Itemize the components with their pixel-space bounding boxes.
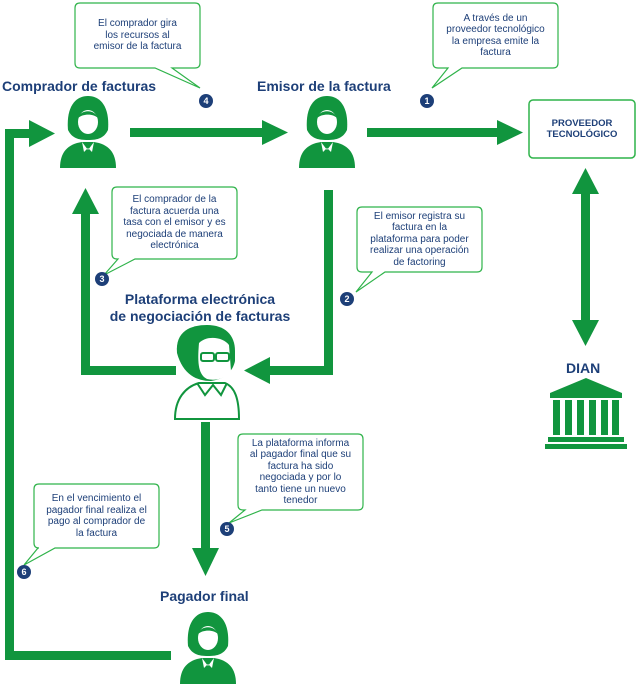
text-line: El comprador de la	[132, 194, 217, 206]
arrow-head	[192, 548, 219, 576]
buyer-woman-icon	[60, 96, 116, 168]
arrow-head	[29, 120, 55, 147]
provider-box	[528, 99, 636, 159]
text-line: tanto tiene un nuevo	[255, 483, 346, 495]
text-line: pagador final realiza el	[46, 504, 147, 516]
arrow-payer-to-buyer-top	[5, 129, 29, 138]
step-1-badge: 1	[420, 94, 434, 108]
arrow-issuer-to-platform-h	[270, 366, 333, 375]
text-line: pago al comprador de	[47, 516, 146, 527]
platform-title-line1: Plataforma electrónica	[124, 291, 276, 307]
arrow-platform-to-payer	[201, 422, 210, 548]
arrow-head	[72, 188, 99, 214]
text-line: la factura	[75, 527, 118, 539]
text-line: tasa con el emisor y es	[123, 217, 226, 229]
text-line: negociada y por lo	[259, 472, 342, 483]
arrow-payer-to-buyer-left	[5, 129, 14, 660]
arrow-head	[572, 320, 599, 346]
text-line: El comprador gira	[98, 18, 177, 30]
text-line: al pagador final que su	[249, 449, 352, 460]
bubble-step-3-shape	[103, 186, 238, 276]
arrow-provider-dian	[581, 192, 590, 322]
bubble-step-1-text: A través de un proveedor tecnológico la …	[435, 5, 556, 66]
buyer-title: Comprador de facturas	[2, 78, 157, 94]
arrow-buyer-to-issuer	[130, 128, 262, 137]
step-4-badge: 4	[199, 94, 213, 108]
dian-title: DIAN	[566, 360, 601, 376]
arrow-head	[262, 120, 288, 145]
issuer-title: Emisor de la factura	[257, 78, 391, 94]
text-line: factura ha sido	[267, 460, 334, 472]
bubble-step-1-shape	[431, 2, 559, 89]
bubble-step-2-shape	[355, 206, 483, 293]
text-line: factura acuerda una	[130, 205, 219, 217]
text-line: plataforma para poder	[370, 233, 469, 245]
bubble-step-5-text: La plataforma informa al pagador final q…	[240, 436, 361, 508]
provider-label-line1: PROVEEDOR	[551, 118, 613, 129]
text-line: tenedor	[283, 495, 318, 506]
arrow-head	[572, 168, 599, 194]
arrow-head	[244, 357, 270, 384]
text-line: El emisor registra su	[373, 210, 466, 222]
text-line: proveedor tecnológico	[446, 24, 545, 35]
arrow-platform-to-buyer-h	[81, 366, 176, 375]
platform-title-line2: de negociación de facturas	[109, 308, 291, 324]
text-line: La plataforma informa	[251, 437, 350, 449]
text-line: emisor de la factura	[93, 41, 182, 53]
arrow-issuer-to-platform	[324, 190, 333, 375]
bubble-step-4-shape	[74, 2, 201, 89]
issuer-woman-icon	[299, 96, 355, 168]
text-line: realizar una operación	[370, 245, 469, 257]
payer-title: Pagador final	[160, 588, 249, 604]
payer-woman-icon	[180, 612, 236, 684]
step-5-badge: 5	[220, 522, 234, 536]
bubble-step-2-text: El emisor registra su factura en la plat…	[359, 209, 480, 270]
step-3-badge: 3	[95, 272, 109, 286]
provider-label: PROVEEDOR TECNOLÓGICO	[529, 100, 635, 158]
bubble-step-6-shape	[23, 483, 160, 566]
platform-title: Plataforma electrónica de negociación de…	[95, 291, 305, 325]
provider-label-line2: TECNOLÓGICO	[546, 129, 618, 140]
arrow-issuer-to-provider	[367, 128, 497, 137]
bubble-step-5-shape	[228, 433, 364, 524]
text-line: negociada de manera	[126, 228, 223, 240]
text-line: A través de un	[463, 12, 528, 24]
arrow-head	[497, 120, 523, 145]
arrow-payer-to-buyer-bottom	[5, 651, 171, 660]
text-line: factura en la	[391, 222, 448, 234]
bubble-step-6-text: En el vencimiento el pagador final reali…	[36, 486, 157, 546]
bubble-step-3-text: El comprador de la factura acuerda una t…	[114, 189, 235, 257]
bubble-step-4-text: El comprador gira los recursos al emisor…	[77, 5, 198, 66]
text-line: factura	[480, 47, 511, 58]
text-line: En el vencimiento el	[51, 493, 142, 504]
text-line: de factoring	[393, 256, 446, 268]
step-2-badge: 2	[340, 292, 354, 306]
arrow-platform-to-buyer	[81, 212, 90, 375]
text-line: los recursos al	[105, 29, 170, 41]
step-6-badge: 6	[17, 565, 31, 579]
dian-government-building-icon	[545, 378, 627, 449]
text-line: la empresa emite la	[451, 35, 540, 47]
text-line: electrónica	[150, 240, 199, 252]
platform-man-glasses-icon	[173, 325, 241, 420]
